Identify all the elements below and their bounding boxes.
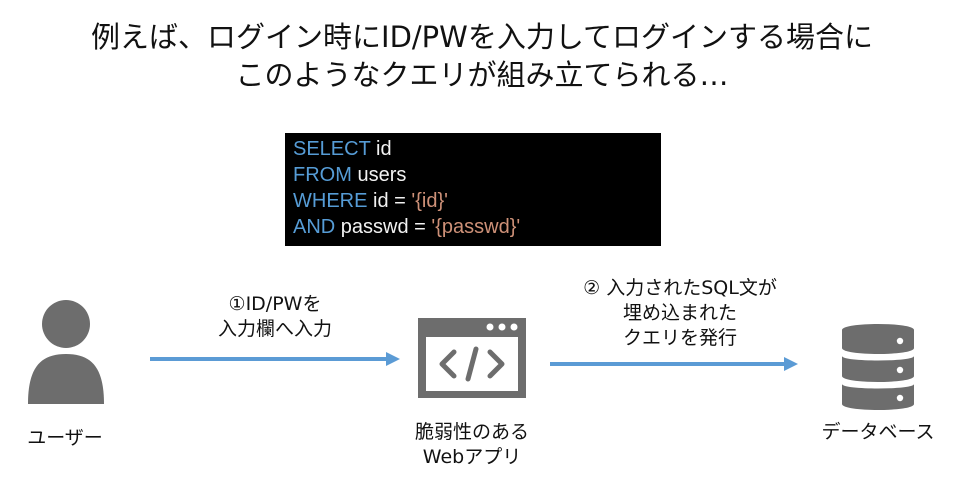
sql-text: users [351,164,407,186]
arrow-webapp-to-database [550,357,798,371]
webapp-label-line-2: Webアプリ [422,446,522,468]
webapp-label: 脆弱性のある Webアプリ [392,420,552,470]
sql-code-block: SELECT id FROM users WHERE id = '{id}' A… [285,133,661,246]
step1-label: ①ID/PWを 入力欄へ入力 [190,292,360,342]
sql-text: id [370,138,392,160]
code-line-select: SELECT id [293,136,653,162]
sql-keyword: AND [293,216,336,238]
title-line-2: このようなクエリが組み立てられる… [235,58,729,92]
title-line-1: 例えば、ログイン時にID/PWを入力してログインする場合に [91,20,873,54]
code-line-where: WHERE id = '{id}' [293,188,653,214]
sql-keyword: WHERE [293,190,368,212]
code-window-icon [418,318,526,398]
sql-keyword: FROM [293,164,352,186]
step2-label-line-2: 埋め込まれた [622,302,737,324]
arrow-user-to-webapp [150,352,400,366]
database-icon [842,324,914,410]
step2-label: ② 入力されたSQL文が 埋め込まれた クエリを発行 [560,276,800,351]
sql-string: '{passwd}' [431,216,521,238]
page-title: 例えば、ログイン時にID/PWを入力してログインする場合に このようなクエリが組… [0,18,964,94]
step1-label-line-1: ①ID/PWを [228,293,322,315]
sql-string: '{id}' [411,190,448,212]
user-icon [28,300,104,404]
webapp-label-line-1: 脆弱性のある [414,421,529,443]
sql-text: id = [367,190,412,212]
step2-label-line-3: クエリを発行 [622,327,737,349]
sql-keyword: SELECT [293,138,371,160]
user-label: ユーザー [27,427,103,449]
code-line-from: FROM users [293,162,653,188]
step2-label-line-1: ② 入力されたSQL文が [583,277,777,299]
database-label: データベース [821,421,935,443]
code-line-and: AND passwd = '{passwd}' [293,214,653,240]
step1-label-line-2: 入力欄へ入力 [217,318,332,340]
sql-text: passwd = [335,216,432,238]
